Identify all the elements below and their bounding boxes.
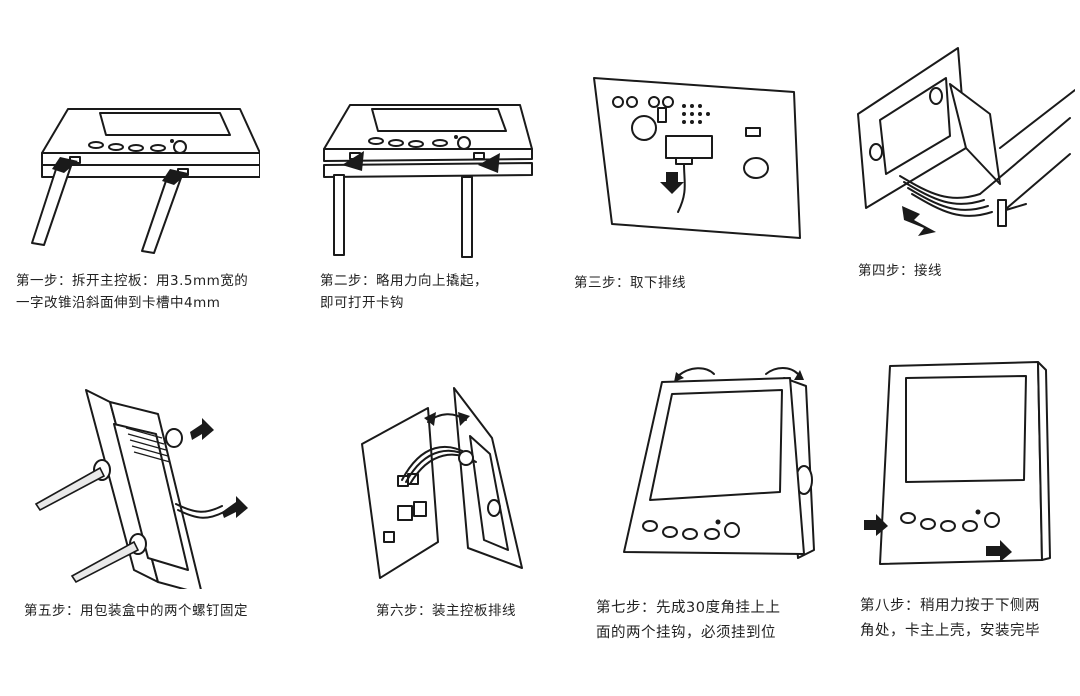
caption-line: 即可打开卡钩: [320, 295, 404, 311]
arrow-icon: [902, 206, 936, 236]
caption-line: 第三步：取下排线: [574, 275, 686, 291]
ribbon-cable-icon: [899, 175, 993, 217]
arrow-icon: [765, 367, 804, 380]
screw-icon: [70, 533, 147, 584]
step-7: 第七步：先成30度角挂上上 面的两个挂钩，必须挂到位: [590, 360, 830, 696]
step-1: 第一步：拆开主控板：用3.5mm宽的 一字改锥沿斜面伸到卡槽中4mm: [0, 0, 260, 330]
step-7-caption: 第七步：先成30度角挂上上 面的两个挂钩，必须挂到位: [596, 596, 780, 646]
screwdriver-icon: [141, 169, 188, 254]
step-3-illustration: [588, 72, 808, 252]
step-7-illustration: [614, 360, 824, 565]
step-3: 第三步：取下排线: [560, 0, 820, 330]
step-3-caption: 第三步：取下排线: [574, 272, 686, 294]
screw-icon: [34, 459, 111, 512]
step-8-caption: 第八步：稍用力按于下侧两 角处，卡主上壳，安装完毕: [860, 594, 1040, 644]
screwdriver-icon: [31, 157, 78, 246]
caption-line: 面的两个挂钩，必须挂到位: [596, 625, 776, 641]
step-8-illustration: [860, 360, 1060, 570]
arrow-icon: [986, 540, 1012, 562]
step-1-illustration: [20, 95, 260, 260]
step-4-caption: 第四步：接线: [858, 260, 942, 282]
caption-line: 第八步：稍用力按于下侧两: [860, 598, 1040, 614]
step-5: 第五步：用包装盒中的两个螺钉固定: [0, 360, 300, 696]
arrow-icon: [222, 496, 248, 518]
caption-line: 第七步：先成30度角挂上上: [596, 600, 781, 616]
step-2: 第二步：略用力向上撬起， 即可打开卡钩: [290, 0, 550, 330]
caption-line: 角处，卡主上壳，安装完毕: [860, 623, 1040, 639]
screw-icon: [997, 199, 1027, 227]
step-4-illustration: [850, 44, 1075, 254]
step-5-illustration: [26, 384, 256, 589]
arrow-icon: [333, 151, 364, 256]
arrow-icon: [864, 514, 888, 536]
arrow-icon: [424, 412, 470, 426]
caption-line: 第五步：用包装盒中的两个螺钉固定: [24, 603, 248, 619]
caption-line: 第六步：装主控板排线: [376, 603, 516, 619]
step-5-caption: 第五步：用包装盒中的两个螺钉固定: [24, 600, 248, 622]
caption-line: 第二步：略用力向上撬起，: [320, 273, 488, 289]
step-8: 第八步：稍用力按于下侧两 角处，卡主上壳，安装完毕: [850, 360, 1080, 696]
caption-line: 第四步：接线: [858, 263, 942, 279]
arrow-icon: [674, 367, 715, 382]
arrow-icon: [461, 153, 500, 258]
step-4: 第四步：接线: [840, 0, 1080, 330]
step-6-illustration: [358, 382, 538, 587]
step-6-caption: 第六步：装主控板排线: [376, 600, 516, 622]
arrow-icon: [660, 172, 684, 194]
step-2-illustration: [306, 95, 536, 265]
ribbon-cable-icon: [665, 135, 713, 213]
caption-line: 第一步：拆开主控板：用3.5mm宽的: [16, 273, 249, 289]
arrow-icon: [190, 418, 214, 440]
step-1-caption: 第一步：拆开主控板：用3.5mm宽的 一字改锥沿斜面伸到卡槽中4mm: [16, 270, 248, 314]
caption-line: 一字改锥沿斜面伸到卡槽中4mm: [16, 295, 221, 311]
step-2-caption: 第二步：略用力向上撬起， 即可打开卡钩: [320, 270, 488, 314]
step-6: 第六步：装主控板排线: [320, 360, 580, 696]
